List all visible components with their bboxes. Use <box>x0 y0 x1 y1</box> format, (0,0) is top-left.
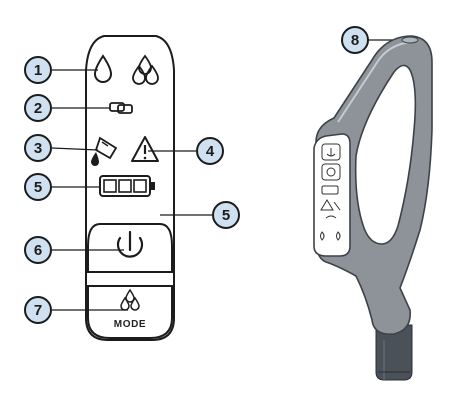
callout-5b-label: 5 <box>222 207 230 224</box>
callout-1-label: 1 <box>34 62 42 79</box>
power-icon <box>116 230 144 258</box>
mode-label: MODE <box>114 319 146 330</box>
callout-7: 7 <box>24 296 52 324</box>
warning-triangle-icon <box>131 136 159 162</box>
callout-8: 8 <box>341 26 369 54</box>
handle-opening <box>354 64 417 245</box>
callout-2: 2 <box>24 94 52 122</box>
callout-4-label: 4 <box>206 143 215 160</box>
top-trigger <box>401 36 419 44</box>
battery-icon <box>99 175 155 197</box>
handle-illustration <box>313 35 433 381</box>
callout-5b: 5 <box>212 201 240 229</box>
handle-shaft <box>375 324 413 381</box>
leader-line-3 <box>51 147 99 151</box>
handle-control-panel <box>313 133 351 257</box>
control-panel: MODE <box>85 35 175 341</box>
callout-8-label: 8 <box>351 32 359 49</box>
link-icon <box>109 102 133 114</box>
callout-1: 1 <box>24 56 52 84</box>
callout-7-label: 7 <box>34 302 42 319</box>
callout-6: 6 <box>24 236 52 264</box>
callout-4: 4 <box>196 137 224 165</box>
callout-2-label: 2 <box>34 100 42 117</box>
leader-lines <box>51 39 400 311</box>
double-drop-icon <box>132 54 159 85</box>
water-drop-icon <box>93 54 113 83</box>
power-button[interactable] <box>87 223 173 273</box>
handle-panel-icons <box>320 143 341 241</box>
callout-5a: 5 <box>24 173 52 201</box>
mode-button[interactable]: MODE <box>87 285 173 339</box>
callout-6-label: 6 <box>34 242 42 259</box>
callout-3: 3 <box>24 134 52 162</box>
callout-badges: 1 2 3 4 5 5 6 7 <box>24 26 369 324</box>
callout-5a-label: 5 <box>34 179 42 196</box>
solution-pour-icon <box>91 136 118 166</box>
callout-3-label: 3 <box>34 140 42 157</box>
